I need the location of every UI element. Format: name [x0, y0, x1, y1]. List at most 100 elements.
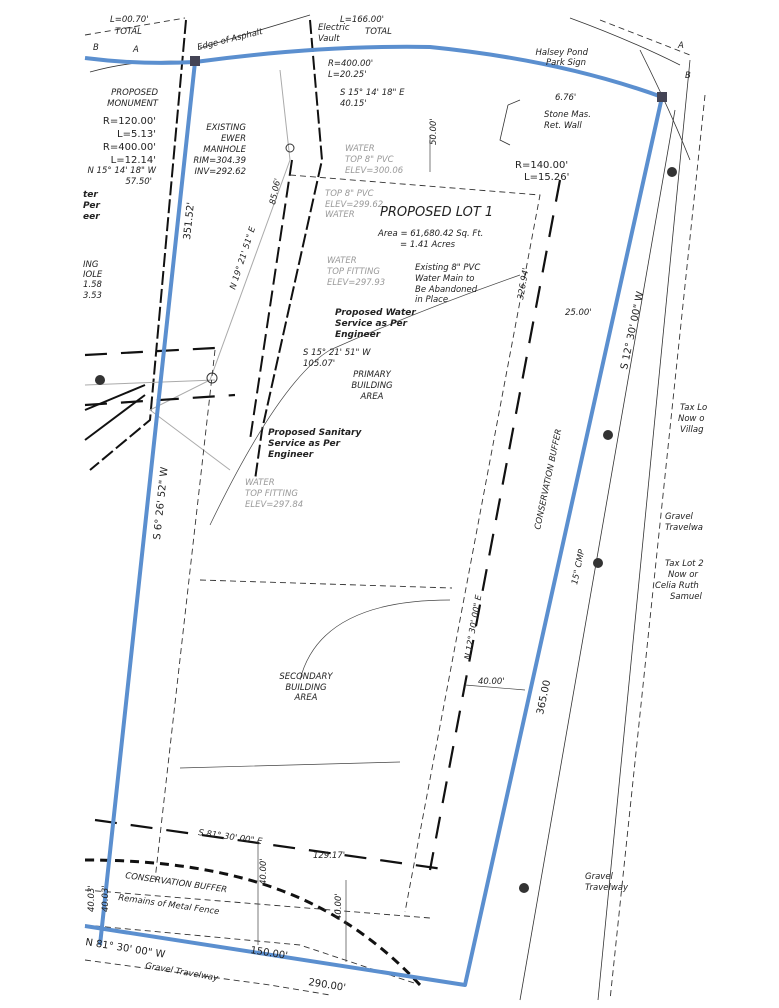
- label: Samuel: [670, 592, 703, 602]
- label: 326.94': [516, 267, 531, 300]
- label: 351.52': [182, 202, 197, 241]
- label: WATER: [327, 256, 357, 266]
- label: ELEV=297.93: [327, 278, 385, 288]
- label: IOLE: [83, 270, 103, 280]
- label: ING: [83, 260, 99, 270]
- utility-pole-icon: [603, 430, 613, 440]
- label: Tax Lot 2: [665, 559, 704, 569]
- label: 50.00': [429, 118, 439, 145]
- label: Engineer: [335, 330, 381, 340]
- label: S 81° 30' 00" E: [198, 828, 264, 847]
- label: ter: [83, 190, 98, 200]
- label: 40.00': [334, 893, 344, 920]
- label: 129.17': [313, 851, 345, 861]
- label: eer: [83, 212, 100, 222]
- label: B: [685, 71, 691, 81]
- property-boundary: [84, 44, 664, 987]
- label: 150.00': [250, 945, 289, 962]
- label: Stone Mas.: [544, 110, 591, 120]
- label: ELEV=297.84: [245, 500, 303, 510]
- label: TOP FITTING: [245, 489, 298, 499]
- label: S 15° 14' 18" E: [340, 88, 405, 98]
- label: in Place: [415, 295, 448, 305]
- label: Gravel: [585, 872, 614, 882]
- label: Villag: [680, 425, 704, 435]
- label: R=400.00': [328, 59, 373, 69]
- building-area-lines: [84, 135, 562, 987]
- utility-lines: [84, 19, 677, 893]
- label: 40.15': [340, 99, 367, 109]
- label: ELEV=299.62: [325, 200, 383, 210]
- label: Travelwa: [665, 523, 703, 533]
- label: Gravel Travelway: [144, 961, 219, 984]
- label: L=15.26': [524, 172, 569, 183]
- label: TOP 8" PVC: [345, 155, 394, 165]
- label: Vault: [318, 34, 340, 44]
- label: A: [677, 41, 684, 51]
- label: TOTAL: [115, 27, 142, 37]
- label: S 6° 26' 52" W: [152, 466, 171, 540]
- label: Engineer: [268, 450, 314, 460]
- label: TOTAL: [365, 27, 392, 37]
- label: SECONDARY: [279, 672, 333, 682]
- label: Ret. Wall: [544, 121, 582, 131]
- utility-pole-icon: [95, 375, 105, 385]
- label: 40.03': [101, 885, 111, 912]
- label: S 12° 30' 00" W: [619, 290, 646, 370]
- label: AREA: [294, 693, 318, 703]
- utility-pole-icon: [519, 883, 529, 893]
- label: BUILDING: [285, 683, 327, 693]
- label: ELEV=300.06: [345, 166, 404, 176]
- label: N 19° 21' 51" E: [228, 225, 258, 291]
- label: TOP 8" PVC: [325, 189, 374, 199]
- label: 25.00': [565, 308, 592, 318]
- label: L=12.14': [111, 155, 156, 166]
- label: Service as Per: [268, 439, 341, 449]
- label: CONSERVATION BUFFER: [125, 871, 228, 895]
- label: WATER: [345, 144, 375, 154]
- road-lines: [84, 14, 706, 1001]
- label: PROPOSED: [111, 88, 158, 98]
- label: L=00.70': [110, 15, 149, 25]
- label: Be Abandoned: [415, 285, 478, 295]
- label: Halsey Pond: [536, 48, 589, 58]
- label: AREA: [360, 392, 384, 402]
- label: R=120.00': [103, 116, 156, 127]
- label: L=20.25': [328, 70, 367, 80]
- label: R=140.00': [515, 160, 568, 171]
- sewer-manhole-icon: [285, 143, 295, 153]
- label: N 12° 30' 00" E: [463, 594, 484, 661]
- edge-of-asphalt-label: Edge of Asphalt: [196, 27, 264, 53]
- label: Proposed Sanitary: [268, 428, 362, 438]
- label: 365.00: [535, 679, 553, 716]
- monument-icon: [657, 92, 667, 102]
- label: MANHOLE: [203, 145, 246, 155]
- label: 1.58: [83, 280, 103, 290]
- utility-pole-icon: [667, 167, 677, 177]
- label: Proposed Water: [335, 308, 416, 318]
- label: Per: [83, 201, 100, 211]
- label: EXISTING: [206, 123, 246, 133]
- label: Electric: [318, 23, 350, 33]
- label: 85.06': [268, 177, 283, 205]
- label: Park Sign: [546, 58, 586, 68]
- label: 40.00': [259, 858, 269, 885]
- label: A: [132, 45, 139, 55]
- label: Now or: [668, 570, 698, 580]
- label: 15" CMP: [570, 548, 587, 586]
- label: 40.03': [87, 885, 97, 912]
- label: N 15° 14' 18" W: [87, 166, 156, 176]
- lot-area: Area = 61,680.42 Sq. Ft.: [377, 229, 483, 239]
- utility-pole-icon: [593, 558, 603, 568]
- label: 57.50': [125, 177, 152, 187]
- label: Gravel: [665, 512, 694, 522]
- lot-title: PROPOSED LOT 1: [380, 205, 493, 220]
- label: RIM=304.39: [193, 156, 246, 166]
- label: CONSERVATION BUFFER: [533, 428, 564, 531]
- label: B: [93, 43, 99, 53]
- label: EWER: [221, 134, 246, 144]
- label: N 81° 30' 00" W: [85, 937, 166, 960]
- label: L=5.13': [117, 129, 156, 140]
- label: Tax Lo: [680, 403, 707, 413]
